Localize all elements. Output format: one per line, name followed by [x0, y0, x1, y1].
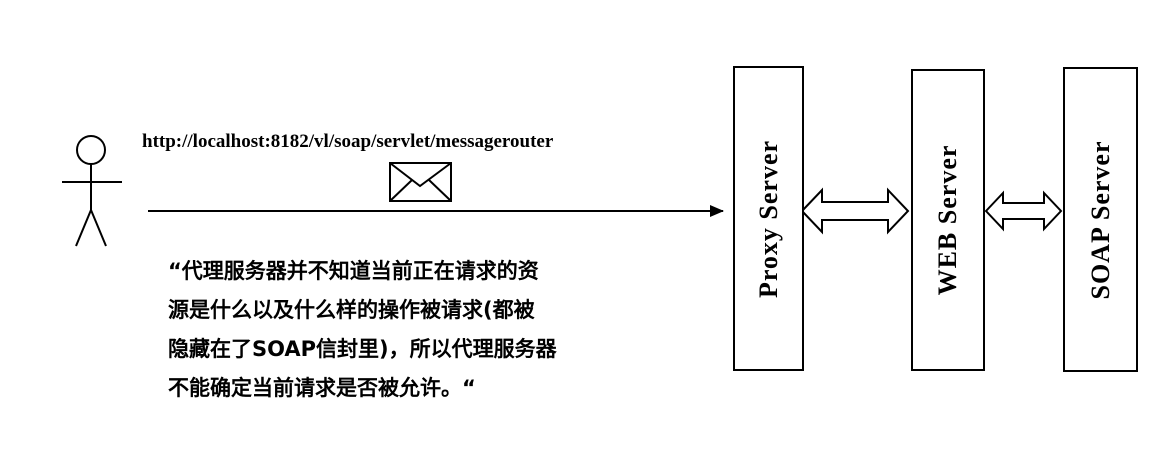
envelope-icon — [389, 162, 452, 202]
proxy-server-label: Proxy Server — [753, 139, 783, 298]
proxy-web-double-arrow — [800, 187, 910, 235]
quote-line: 源是什么以及什么样的操作被请求(都被 — [168, 298, 535, 322]
web-server-label: WEB Server — [933, 144, 962, 296]
proxy-server-box: Proxy Server — [733, 66, 804, 371]
explanation-quote: “代理服务器并不知道当前正在请求的资 源是什么以及什么样的操作被请求(都被 隐藏… — [168, 252, 688, 408]
web-soap-double-arrow — [984, 190, 1063, 232]
web-server-box: WEB Server — [911, 69, 985, 371]
user-actor-icon — [62, 135, 122, 247]
request-url-label: http://localhost:8182/vl/soap/servlet/me… — [142, 131, 554, 152]
soap-server-label: SOAP Server — [1085, 139, 1115, 300]
quote-line: 隐藏在了SOAP信封里)，所以代理服务器 — [168, 337, 557, 361]
quote-line: 不能确定当前请求是否被允许。“ — [168, 376, 476, 400]
quote-line: “代理服务器并不知道当前正在请求的资 — [168, 259, 539, 283]
soap-server-box: SOAP Server — [1063, 67, 1138, 372]
